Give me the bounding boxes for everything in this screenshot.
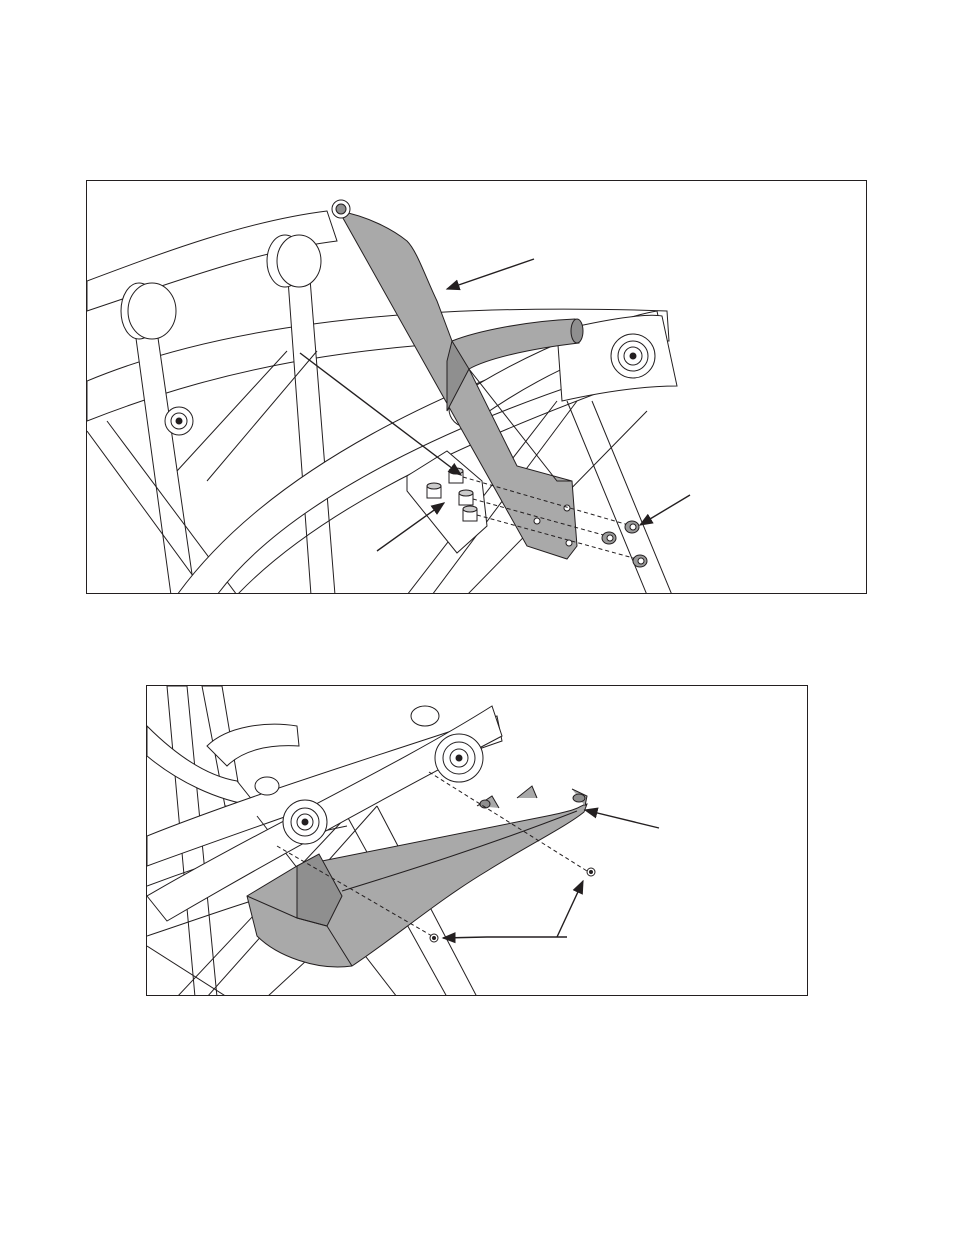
handlebar-assembly-drawing [87,199,691,593]
arrow-icon [376,502,446,552]
bolt-icon [462,505,478,522]
cover-assembly-drawing [147,686,660,995]
mounting-bracket [406,450,488,554]
nut-icon [632,554,648,568]
bolt-icon [426,482,442,499]
arrow-icon [556,879,584,938]
bolt-icon [429,933,439,943]
nut-icon [601,531,617,545]
nut-icon [624,520,640,534]
roller-icon [434,733,484,783]
arrow-icon [638,494,691,526]
assembly-figure-1 [86,180,867,594]
roller-icon [164,406,194,436]
roller-icon [282,799,328,845]
arrow-icon [583,807,660,829]
frame-cover [246,803,588,968]
bolt-icon [458,489,474,506]
assembly-figure-2 [146,685,808,996]
bolt-icon [448,467,464,484]
bolt-icon [586,867,596,877]
roller-icon [266,234,322,288]
arrow-icon [299,352,463,476]
roller-icon [610,333,656,379]
arrow-icon [441,932,567,944]
roller-icon [120,282,177,340]
arrow-icon [445,258,535,291]
